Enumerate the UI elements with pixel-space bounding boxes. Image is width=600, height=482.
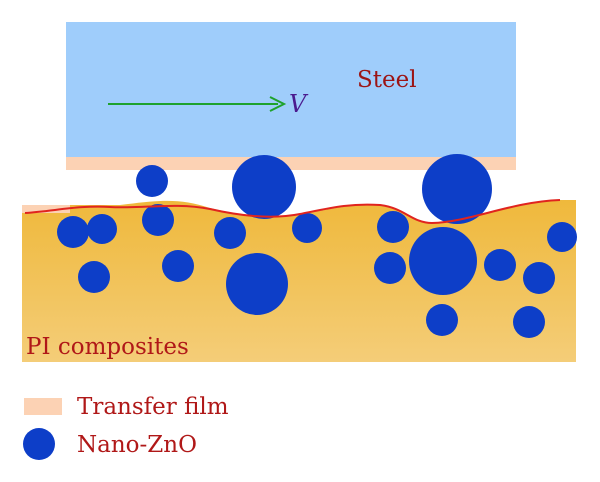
legend-transfer-film-swatch [24, 398, 62, 415]
particle [422, 154, 492, 224]
particle [426, 304, 458, 336]
particle [57, 216, 89, 248]
particle [547, 222, 577, 252]
particle [142, 204, 174, 236]
particle [136, 165, 168, 197]
nano-zno-particles [57, 154, 577, 338]
particle [523, 262, 555, 294]
particle [409, 227, 477, 295]
particle [214, 217, 246, 249]
particle [377, 211, 409, 243]
legend-transfer-film-label: Transfer film [77, 394, 229, 420]
steel-block [66, 22, 516, 157]
particle [162, 250, 194, 282]
interface-line [24, 199, 561, 225]
composite-label: PI composites [26, 334, 189, 360]
legend-nano-zno-label: Nano-ZnO [77, 432, 197, 458]
velocity-arrow [108, 96, 287, 112]
particle [78, 261, 110, 293]
velocity-label: V [289, 90, 309, 118]
particle [226, 253, 288, 315]
transfer-film-layer [66, 157, 516, 170]
legend-nano-zno-swatch [23, 428, 55, 460]
particle [292, 213, 322, 243]
particle [513, 306, 545, 338]
particle [87, 214, 117, 244]
steel-label: Steel [357, 67, 417, 93]
particle [232, 155, 296, 219]
particle [484, 249, 516, 281]
particle [374, 252, 406, 284]
